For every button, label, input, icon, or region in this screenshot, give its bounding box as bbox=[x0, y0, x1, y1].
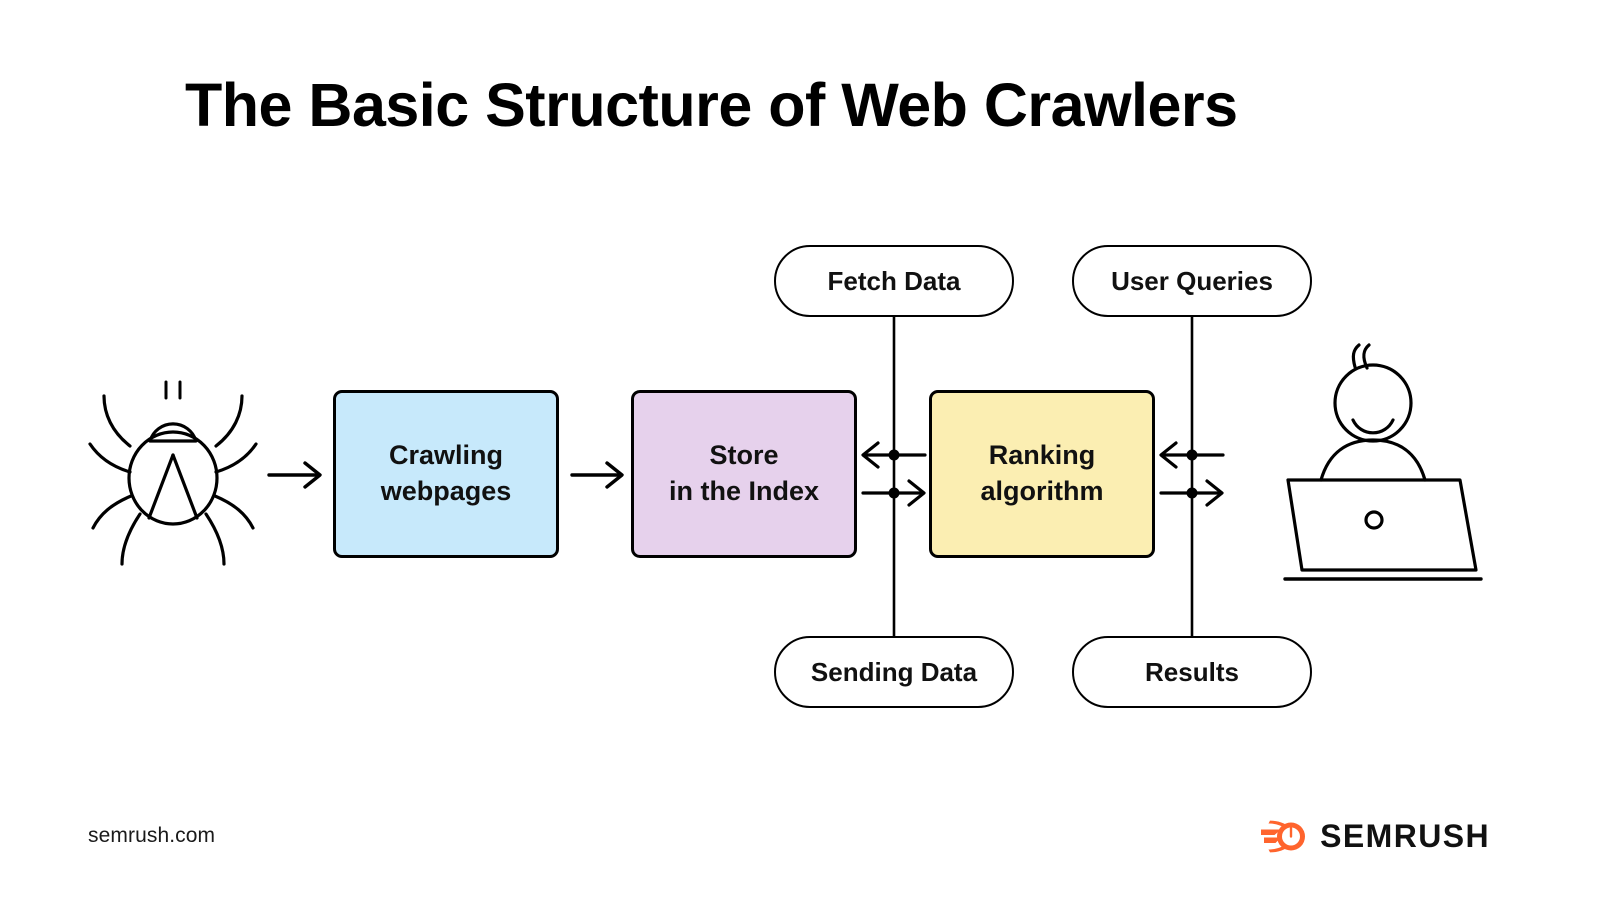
arrow-spider-to-crawl bbox=[267, 461, 322, 489]
pill-user-queries[interactable]: User Queries bbox=[1072, 245, 1312, 317]
brand-name: SEMRUSH bbox=[1320, 818, 1490, 854]
pill-label: User Queries bbox=[1111, 265, 1273, 296]
brand-lockup: SEMRUSH bbox=[1261, 818, 1490, 855]
arrow-ranking-to-results bbox=[1159, 479, 1224, 507]
pill-label: Fetch Data bbox=[827, 265, 961, 296]
arrow-queries-to-ranking bbox=[1159, 441, 1225, 469]
spider-icon bbox=[88, 380, 258, 566]
process-box-crawling-webpages[interactable]: Crawling webpages bbox=[333, 390, 559, 558]
pill-sending-data[interactable]: Sending Data bbox=[774, 636, 1014, 708]
pill-results[interactable]: Results bbox=[1072, 636, 1312, 708]
pill-label: Sending Data bbox=[810, 656, 978, 687]
page-title: The Basic Structure of Web Crawlers bbox=[185, 71, 1238, 139]
semrush-comet-icon bbox=[1261, 820, 1306, 852]
footer-url: semrush.com bbox=[88, 824, 216, 847]
arrow-crawl-to-store bbox=[570, 461, 624, 489]
process-box-store-in-the-index[interactable]: Store in the Index bbox=[631, 390, 857, 558]
process-box-label: Ranking algorithm bbox=[980, 440, 1104, 506]
process-box-label: Store in the Index bbox=[668, 440, 820, 506]
pill-label: Results bbox=[1145, 656, 1239, 687]
arrow-store-to-ranking bbox=[861, 479, 926, 507]
process-box-label: Crawling webpages bbox=[380, 440, 512, 506]
arrow-fetch-to-store bbox=[861, 441, 927, 469]
process-box-ranking-algorithm[interactable]: Ranking algorithm bbox=[929, 390, 1155, 558]
person-at-laptop-icon bbox=[1283, 343, 1483, 581]
pill-fetch-data[interactable]: Fetch Data bbox=[774, 245, 1014, 317]
